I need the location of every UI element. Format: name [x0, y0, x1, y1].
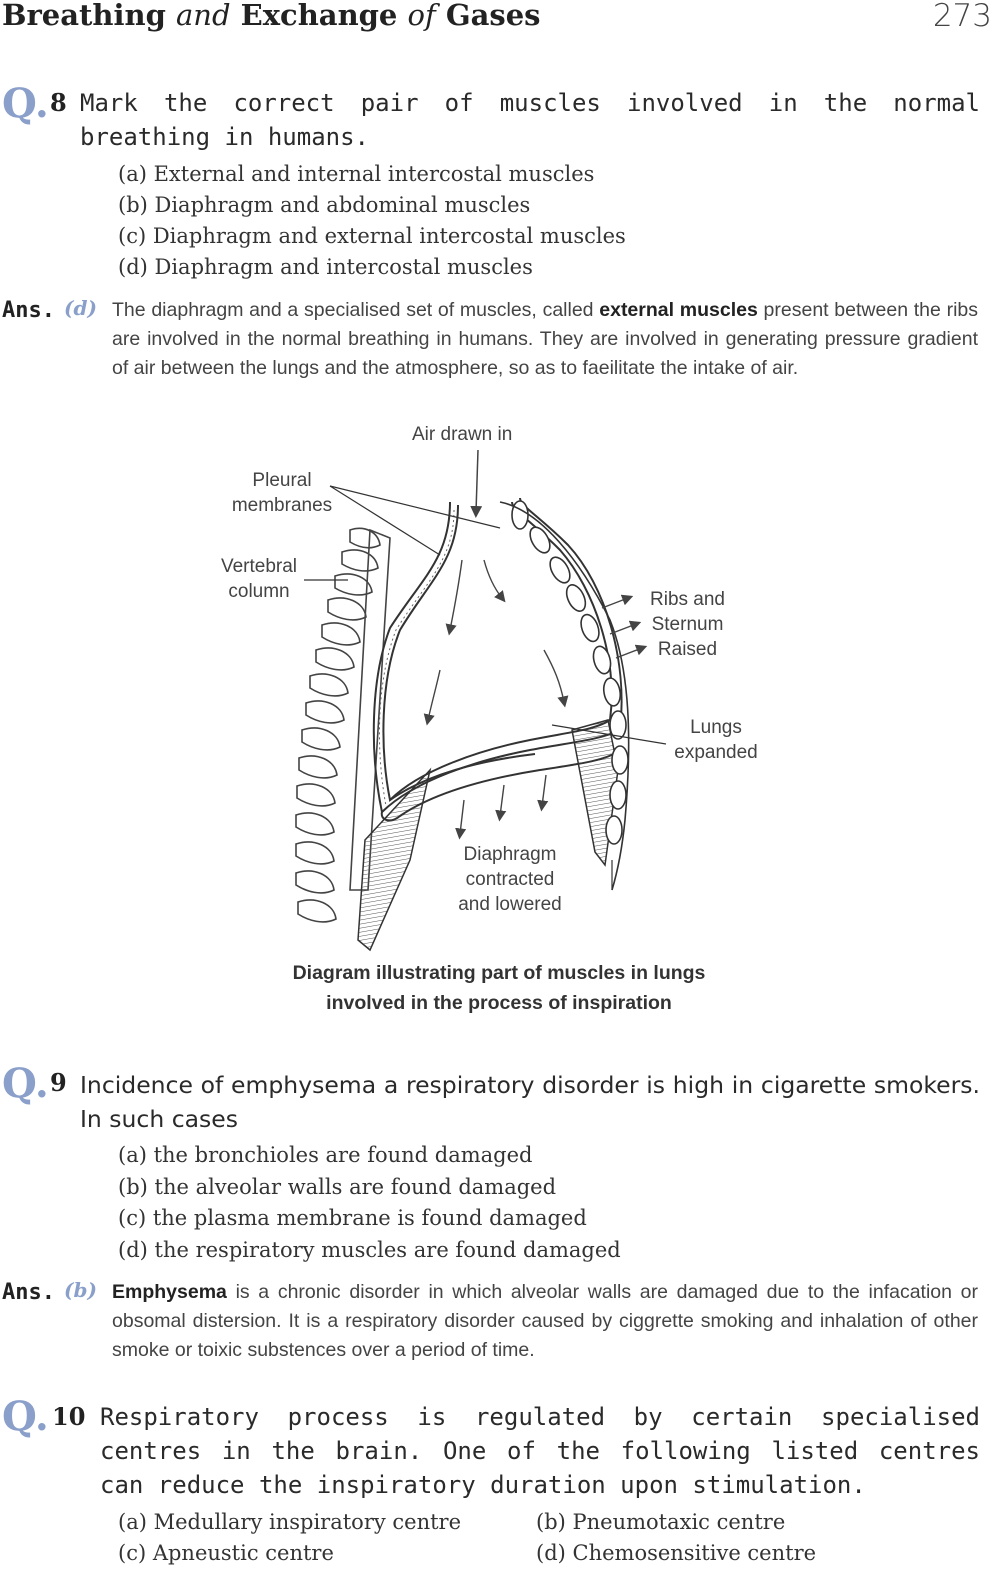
question-number: 8	[50, 88, 67, 117]
question-mark: Q.	[2, 80, 49, 127]
label-ribs-sternum: Ribs and Sternum Raised	[650, 589, 725, 660]
option-b: (b) Diaphragm and abdominal muscles	[118, 193, 531, 217]
label-vertebral-column: Vertebral column	[220, 556, 298, 602]
question-mark: Q.	[2, 1060, 49, 1107]
question-mark: Q.	[2, 1393, 49, 1440]
answer-label: Ans.	[2, 1280, 55, 1305]
answer-explanation: Emphysema is a chronic disorder in which…	[112, 1281, 978, 1361]
label-air-drawn-in: Air drawn in	[412, 424, 513, 445]
option-c: (c) Diaphragm and external intercostal m…	[118, 224, 626, 248]
vertebral-column	[295, 527, 391, 923]
lung-outline	[372, 497, 623, 822]
back-muscle	[357, 767, 432, 952]
option-a: (a) External and internal intercostal mu…	[118, 162, 595, 186]
answer-key: (d)	[64, 296, 97, 320]
answer-label: Ans.	[2, 298, 55, 323]
question-text: Mark the correct pair of muscles involve…	[80, 89, 980, 151]
option-c: (c) Apneustic centre	[118, 1541, 334, 1565]
option-d: (d) Chemosensitive centre	[536, 1541, 817, 1565]
question-number: 9	[50, 1068, 67, 1097]
option-c: (c) the plasma membrane is found damaged	[118, 1206, 587, 1230]
label-pleural-membranes: Pleural membranes	[231, 470, 333, 516]
option-d: (d) the respiratory muscles are found da…	[118, 1238, 621, 1262]
option-b: (b) Pneumotaxic centre	[536, 1510, 786, 1534]
chapter-title: Breathing and Exchange of Gases	[2, 0, 541, 32]
thorax-illustration	[295, 449, 667, 952]
answer-explanation: The diaphragm and a specialised set of m…	[112, 299, 979, 379]
diagram-caption: Diagram illustrating part of muscles in …	[292, 962, 706, 1014]
ribs-front	[499, 500, 630, 891]
page-number: 273	[932, 0, 992, 34]
option-a: (a) the bronchioles are found damaged	[118, 1143, 533, 1167]
question-text: Respiratory process is regulated by cert…	[100, 1403, 980, 1499]
option-a: (a) Medullary inspiratory centre	[118, 1510, 462, 1534]
label-lungs-expanded: Lungs expanded	[674, 717, 758, 763]
label-diaphragm: Diaphragm contracted and lowered	[458, 844, 562, 915]
inspiration-diagram: Air drawn in Pleural membranes Vertebral…	[200, 420, 800, 960]
option-b: (b) the alveolar walls are found damaged	[118, 1175, 557, 1199]
question-number: 10	[52, 1402, 86, 1431]
answer-key: (b)	[64, 1278, 97, 1302]
question-text: Incidence of emphysema a respiratory dis…	[80, 1071, 980, 1133]
option-d: (d) Diaphragm and intercostal muscles	[118, 255, 533, 279]
